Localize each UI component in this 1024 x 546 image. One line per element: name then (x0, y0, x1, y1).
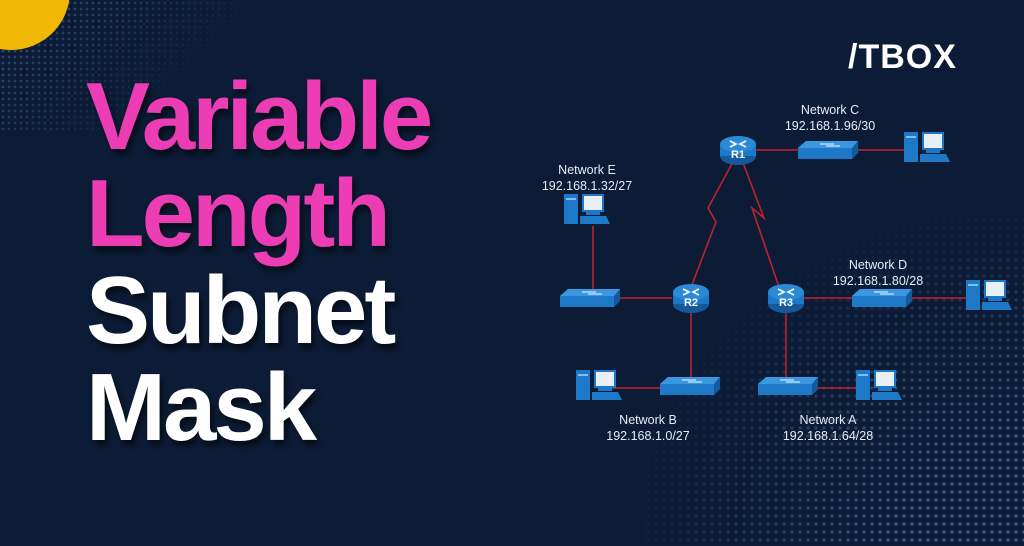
router-r2: R2 (672, 283, 710, 314)
svg-text:R1: R1 (731, 149, 745, 161)
pc-network-a-icon (856, 370, 902, 400)
network-a-label: Network A 192.168.1.64/28 (768, 412, 888, 444)
switch-network-d-icon (851, 288, 913, 308)
pc-network-d-icon (966, 280, 1012, 310)
switch-network-e-icon (559, 288, 621, 308)
router-r3: R3 (767, 283, 805, 314)
switch-network-c-icon (797, 140, 859, 160)
network-b-name: Network B (619, 413, 677, 427)
pc-network-b-icon (576, 370, 622, 400)
network-d-subnet: 192.168.1.80/28 (832, 274, 924, 288)
svg-text:R3: R3 (779, 297, 793, 309)
network-b-label: Network B 192.168.1.0/27 (588, 412, 708, 444)
network-b-subnet: 192.168.1.0/27 (606, 429, 690, 443)
svg-text:R2: R2 (684, 297, 698, 309)
network-c-name: Network C (800, 103, 860, 117)
title-line-subnet: Subnet (86, 257, 396, 364)
network-e-name: Network E (558, 163, 616, 177)
network-c-subnet: 192.168.1.96/30 (784, 119, 876, 133)
network-e-label: Network E 192.168.1.32/27 (527, 162, 647, 194)
network-d-label: Network D 192.168.1.80/28 (818, 257, 938, 289)
title-line-mask: Mask (86, 354, 317, 461)
pc-network-e-icon (564, 194, 610, 224)
switch-network-b-icon (659, 376, 721, 396)
network-a-subnet: 192.168.1.64/28 (782, 429, 874, 443)
itbox-logo: /TBOX (848, 38, 957, 76)
router-r1: R1 (719, 135, 757, 166)
title-line-length: Length (86, 160, 391, 267)
network-d-name: Network D (848, 258, 908, 272)
page-title: Variable Length Subnet Mask (86, 63, 433, 461)
switch-network-a-icon (757, 376, 819, 396)
network-e-subnet: 192.168.1.32/27 (541, 179, 633, 193)
pc-network-c-icon (904, 132, 950, 162)
network-c-label: Network C 192.168.1.96/30 (770, 102, 890, 134)
title-line-variable: Variable (86, 63, 433, 170)
network-a-name: Network A (799, 413, 857, 427)
